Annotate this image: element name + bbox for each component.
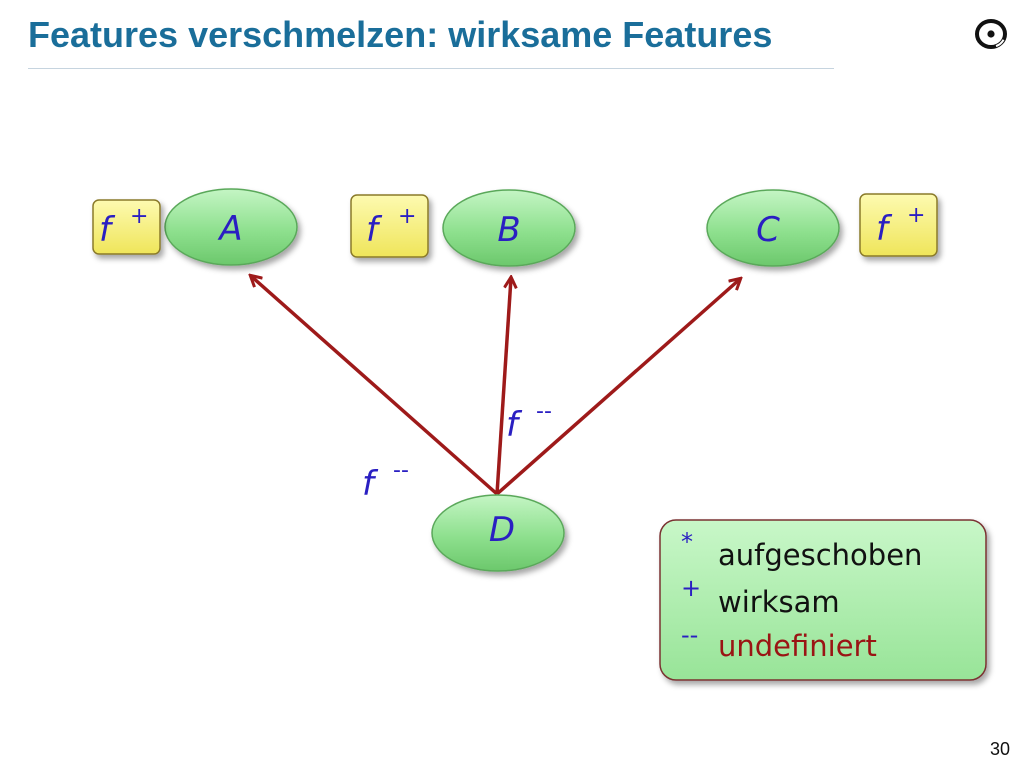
legend: * aufgeschoben + wirksam -- undefiniert [659,519,987,681]
class-node-b: B [442,189,576,267]
slide-title: Features verschmelzen: wirksame Features [28,14,773,55]
legend-text-deferred: aufgeschoben [718,538,922,572]
node-label-d: D [489,510,515,550]
class-node-a: A [164,188,298,266]
edge-label-d-to-b-name: f [506,405,523,445]
legend-symbol-undefined: -- [681,621,698,649]
page-number: 30 [989,739,1010,759]
eiffel-logo-icon [975,19,1007,49]
legend-symbol-deferred: * [681,528,693,556]
title-divider [28,68,834,69]
edge-label-d-to-a-mark: -- [393,458,409,483]
edge-d-to-c [495,279,740,496]
feature-tag-c: f + [859,193,938,257]
edge-label-d-to-a: f -- [362,458,409,504]
legend-text-effective: wirksam [718,585,840,619]
edge-label-d-to-a-name: f [362,464,379,504]
legend-text-undefined: undefiniert [718,629,877,663]
class-node-c: C [706,189,840,267]
feature-tag-c-mark: + [907,203,925,228]
node-label-b: B [497,210,520,250]
node-label-c: C [756,210,780,250]
edge-label-d-to-b: f -- [506,399,552,445]
edge-label-d-to-b-mark: -- [536,399,552,424]
feature-tag-b-mark: + [398,204,416,229]
feature-tag-a: f + [92,199,161,255]
feature-tag-b: f + [350,194,429,258]
legend-symbol-effective: + [681,574,701,602]
feature-tag-a-mark: + [130,204,148,229]
edge-d-to-b [495,278,511,495]
class-node-d: D [431,494,565,572]
node-label-a: A [217,209,242,249]
edge-d-to-a [251,276,499,496]
